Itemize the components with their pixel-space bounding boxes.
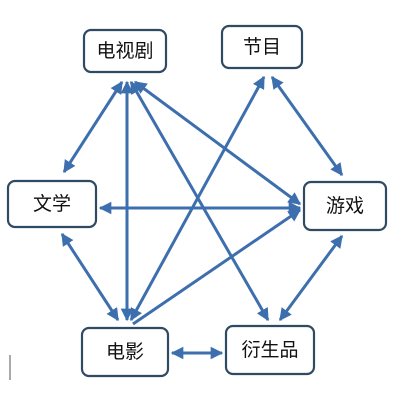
edge-lit-film <box>60 232 120 322</box>
edges <box>60 75 344 360</box>
node-film-label: 电影 <box>106 341 144 363</box>
node-show-label: 节目 <box>243 36 281 58</box>
node-game-label: 游戏 <box>326 195 364 217</box>
node-derivatives-label: 衍生品 <box>241 339 298 361</box>
edge-show-game <box>270 75 344 177</box>
edge-tv-game <box>133 80 302 206</box>
edge-film-game <box>132 208 302 326</box>
node-film: 电影 <box>80 326 170 378</box>
node-tv-series-label: 电视剧 <box>96 40 153 62</box>
edge-show-film <box>129 75 266 322</box>
node-game: 游戏 <box>302 180 388 232</box>
node-show: 节目 <box>220 24 304 70</box>
node-literature-label: 文学 <box>33 193 71 215</box>
edge-game-deriv <box>278 234 344 322</box>
node-tv-series: 电视剧 <box>82 28 168 74</box>
node-literature: 文学 <box>6 179 98 229</box>
node-derivatives: 衍生品 <box>224 324 316 376</box>
edge-tv-lit <box>62 80 124 174</box>
